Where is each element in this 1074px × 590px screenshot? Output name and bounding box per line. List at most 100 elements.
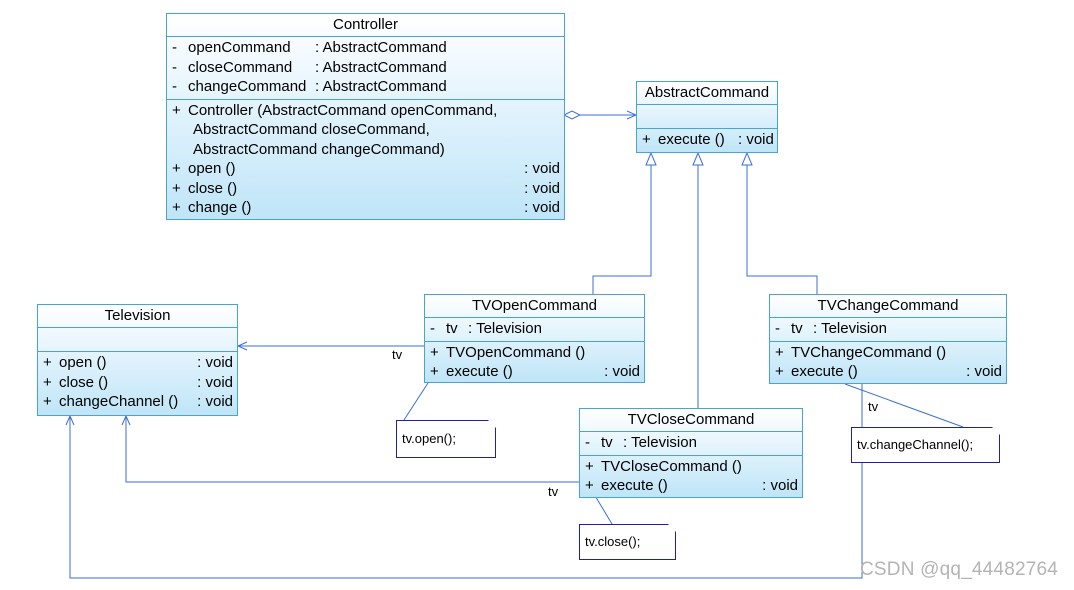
class-television-attributes — [38, 328, 237, 352]
visibility-marker: + — [43, 393, 52, 410]
operation-row: + open () : void — [167, 159, 564, 179]
operation-row: + TVChangeCommand () — [770, 343, 1006, 363]
class-abstract-command-operations: + execute () : void — [637, 129, 777, 152]
attribute-name: openCommand — [188, 39, 291, 56]
operation-return-type: : void — [524, 199, 560, 216]
class-tv-close-command-name: TVCloseCommand — [580, 409, 802, 432]
attribute-row: - tv : Television — [770, 319, 1006, 339]
note-text: tv.changeChannel(); — [857, 437, 974, 452]
class-controller: Controller - openCommand : AbstractComma… — [166, 13, 565, 220]
operation-name: TVCloseCommand () — [601, 457, 742, 475]
constructor-signature: Controller (AbstractCommand openCommand, — [188, 101, 498, 119]
operation-name: close () — [59, 373, 109, 391]
visibility-marker: - — [585, 434, 590, 451]
operation-name: change () — [188, 199, 252, 216]
class-tv-open-command-operations: + TVOpenCommand () + execute () : void — [425, 342, 644, 384]
visibility-marker: + — [775, 343, 784, 361]
class-tv-change-command-name: TVChangeCommand — [770, 295, 1006, 318]
note-fold — [488, 420, 496, 428]
operation-name: TVOpenCommand () — [446, 343, 586, 361]
class-abstract-command-attributes — [637, 105, 777, 129]
visibility-marker: + — [172, 101, 181, 119]
attribute-row: - tv : Television — [580, 433, 802, 453]
operation-row: + execute () : void — [770, 362, 1006, 382]
operation-name: execute () — [601, 477, 668, 494]
visibility-marker: + — [172, 199, 181, 216]
class-abstract-command: AbstractCommand + execute () : void — [636, 81, 778, 153]
visibility-marker: + — [585, 477, 594, 494]
class-television-name: Television — [38, 305, 237, 328]
attribute-type: : Television — [623, 434, 697, 451]
visibility-marker: + — [430, 343, 439, 361]
aggregation-diamond — [562, 110, 582, 120]
note-text: tv.open(); — [402, 431, 456, 446]
operation-row: + TVCloseCommand () — [580, 457, 802, 477]
operation-row: + execute () : void — [580, 476, 802, 496]
operation-return-type: : void — [524, 179, 560, 197]
class-abstract-command-name: AbstractCommand — [637, 82, 777, 105]
operation-row: + change () : void — [167, 198, 564, 218]
class-controller-operations: + Controller (AbstractCommand openComman… — [167, 100, 564, 220]
operation-return-type: : void — [197, 354, 233, 371]
note-fold — [668, 524, 676, 532]
generalization-change-triangle — [741, 151, 753, 166]
operation-return-type: : void — [197, 373, 233, 391]
visibility-marker: + — [642, 131, 651, 148]
role-label-tv-close: tv — [548, 484, 559, 499]
constructor-param: AbstractCommand changeCommand) — [193, 140, 445, 158]
visibility-marker: + — [775, 363, 784, 380]
attribute-type: : AbstractCommand — [315, 78, 447, 95]
visibility-marker: - — [172, 78, 177, 95]
operation-name: changeChannel () — [59, 393, 179, 410]
class-tv-change-command-operations: + TVChangeCommand () + execute () : void — [770, 342, 1006, 384]
attribute-name: closeCommand — [188, 58, 293, 76]
visibility-marker: + — [585, 457, 594, 475]
constructor-row: + Controller (AbstractCommand openComman… — [167, 101, 564, 121]
operation-row: + open () : void — [38, 353, 237, 373]
visibility-marker: + — [43, 354, 52, 371]
class-tv-change-command-attributes: - tv : Television — [770, 318, 1006, 342]
note-anchor-open — [403, 382, 429, 421]
attribute-name: tv — [791, 320, 803, 337]
class-controller-attributes: - openCommand : AbstractCommand - closeC… — [167, 37, 564, 100]
visibility-marker: + — [172, 160, 181, 177]
operation-row: + execute () : void — [425, 362, 644, 382]
operation-row: + TVOpenCommand () — [425, 343, 644, 363]
role-label-tv-change: tv — [868, 399, 879, 414]
attribute-name: tv — [601, 434, 613, 451]
operation-row: + execute () : void — [637, 130, 777, 150]
note-tv-open: tv.open(); — [396, 420, 496, 458]
constructor-param: AbstractCommand closeCommand, — [193, 121, 430, 138]
operation-row: + changeChannel () : void — [38, 392, 237, 412]
note-anchor-change — [844, 383, 964, 428]
class-tv-close-command: TVCloseCommand - tv : Television + TVClo… — [579, 408, 803, 498]
class-tv-change-command: TVChangeCommand - tv : Television + TVCh… — [769, 294, 1007, 384]
class-tv-open-command-name: TVOpenCommand — [425, 295, 644, 318]
operation-return-type: : void — [604, 363, 640, 380]
generalization-open-triangle — [645, 151, 657, 166]
visibility-marker: - — [172, 39, 177, 56]
visibility-marker: + — [172, 179, 181, 197]
operation-name: TVChangeCommand () — [791, 343, 947, 361]
class-tv-open-command: TVOpenCommand - tv : Television + TVOpen… — [424, 294, 645, 383]
operation-return-type: : void — [966, 363, 1002, 380]
class-tv-open-command-attributes: - tv : Television — [425, 318, 644, 342]
operation-name: execute () — [791, 363, 858, 380]
operation-name: open () — [59, 354, 107, 371]
class-television: Television + open () : void + close () :… — [37, 304, 238, 416]
attribute-type: : AbstractCommand — [315, 58, 447, 76]
operation-name: open () — [188, 160, 236, 177]
association-close-line — [125, 416, 579, 483]
generalization-open-line — [592, 165, 652, 294]
class-television-operations: + open () : void + close () : void + cha… — [38, 352, 237, 414]
operation-name: close () — [188, 179, 238, 197]
note-fold — [992, 427, 1000, 435]
visibility-marker: + — [43, 373, 52, 391]
role-label-tv-open: tv — [392, 347, 403, 362]
attribute-row: - changeCommand : AbstractCommand — [167, 77, 564, 97]
generalization-change-line — [746, 165, 818, 294]
visibility-marker: - — [172, 58, 177, 76]
note-tv-close: tv.close(); — [579, 524, 676, 560]
